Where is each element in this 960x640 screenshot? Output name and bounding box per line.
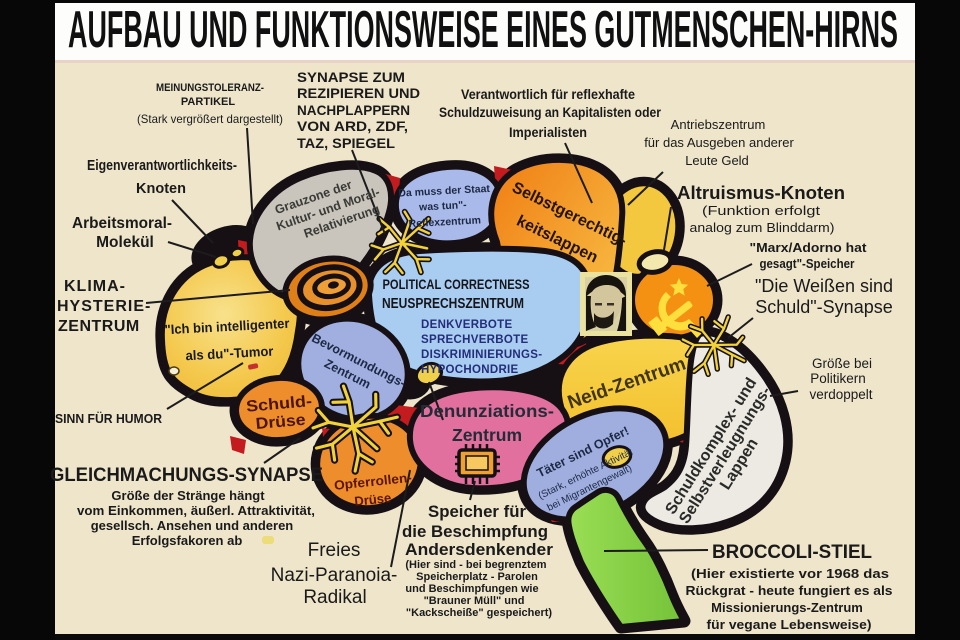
svg-text:BROCCOLI-STIEL: BROCCOLI-STIEL bbox=[712, 542, 872, 563]
svg-text:als du"-Tumor: als du"-Tumor bbox=[185, 344, 274, 364]
svg-text:DISKRIMINIERUNGS-: DISKRIMINIERUNGS- bbox=[421, 349, 542, 361]
svg-text:"Die Weißen sind: "Die Weißen sind bbox=[755, 276, 893, 296]
svg-text:Missionierungs-Zentrum: Missionierungs-Zentrum bbox=[711, 600, 863, 615]
svg-text:"Marx/Adorno hat: "Marx/Adorno hat bbox=[750, 241, 868, 255]
svg-text:(Stark vergrößert dargestellt): (Stark vergrößert dargestellt) bbox=[137, 112, 283, 126]
svg-text:Größe bei: Größe bei bbox=[812, 356, 872, 371]
svg-text:SYNAPSE ZUM: SYNAPSE ZUM bbox=[297, 69, 405, 85]
svg-text:verdoppelt: verdoppelt bbox=[809, 387, 872, 402]
svg-text:"Brauner Müll" und: "Brauner Müll" und bbox=[424, 595, 525, 607]
svg-text:analog zum Blinddarm): analog zum Blinddarm) bbox=[690, 220, 835, 235]
svg-text:Rückgrat - heute fungiert es: Rückgrat - heute fungiert es als bbox=[686, 583, 893, 598]
svg-text:für vegane Lebensweise): für vegane Lebensweise) bbox=[707, 617, 872, 632]
svg-text:was tun"-: was tun"- bbox=[418, 199, 468, 214]
svg-text:Speicherplatz - Parolen: Speicherplatz - Parolen bbox=[416, 571, 538, 583]
svg-text:Drüse: Drüse bbox=[255, 412, 306, 433]
svg-text:HYPOCHONDRIE: HYPOCHONDRIE bbox=[421, 364, 519, 376]
svg-text:Drüse: Drüse bbox=[354, 490, 392, 509]
svg-text:Größe der Stränge hängt: Größe der Stränge hängt bbox=[111, 488, 265, 503]
svg-text:Eigenverantwortlichkeits-: Eigenverantwortlichkeits- bbox=[87, 158, 237, 174]
svg-text:AUFBAU UND FUNKTIONSWEISE EINE: AUFBAU UND FUNKTIONSWEISE EINES GUTMENSC… bbox=[68, 1, 898, 59]
svg-text:VON ARD, ZDF,: VON ARD, ZDF, bbox=[297, 118, 408, 134]
svg-text:Erfolgsfakoren ab: Erfolgsfakoren ab bbox=[132, 533, 243, 548]
svg-text:gesellsch. Ansehen und anderen: gesellsch. Ansehen und anderen bbox=[91, 518, 294, 533]
svg-text:SINN FÜR HUMOR: SINN FÜR HUMOR bbox=[55, 411, 163, 426]
svg-text:Radikal: Radikal bbox=[303, 587, 366, 608]
svg-text:vom Einkommen, äußerl. Attrakt: vom Einkommen, äußerl. Attraktivität, bbox=[77, 503, 315, 518]
svg-text:Schuld"-Synapse: Schuld"-Synapse bbox=[755, 297, 892, 317]
svg-text:GLEICHMACHUNGS-SYNAPSE: GLEICHMACHUNGS-SYNAPSE bbox=[50, 464, 323, 486]
svg-text:Imperialisten: Imperialisten bbox=[509, 125, 587, 140]
svg-text:MEINUNGSTOLERANZ-: MEINUNGSTOLERANZ- bbox=[156, 82, 264, 94]
svg-text:Zentrum: Zentrum bbox=[452, 425, 522, 445]
svg-text:gesagt"-Speicher: gesagt"-Speicher bbox=[760, 257, 855, 271]
svg-text:Leute Geld: Leute Geld bbox=[685, 153, 749, 168]
svg-text:NACHPLAPPERN: NACHPLAPPERN bbox=[297, 102, 410, 118]
svg-text:Freies: Freies bbox=[308, 540, 361, 561]
svg-text:NEUSPRECHSZENTRUM: NEUSPRECHSZENTRUM bbox=[382, 296, 524, 312]
svg-text:Antriebszentrum: Antriebszentrum bbox=[671, 117, 766, 132]
svg-text:POLITICAL CORRECTNESS: POLITICAL CORRECTNESS bbox=[383, 277, 530, 292]
svg-text:ZENTRUM: ZENTRUM bbox=[58, 318, 140, 335]
svg-text:Schuldzuweisung an Kapitaliste: Schuldzuweisung an Kapitalisten oder bbox=[439, 105, 662, 120]
svg-text:Reflexzentrum: Reflexzentrum bbox=[408, 214, 481, 230]
svg-text:KLIMA-: KLIMA- bbox=[64, 278, 126, 295]
svg-text:TAZ, SPIEGEL: TAZ, SPIEGEL bbox=[297, 135, 395, 151]
svg-text:Politikern: Politikern bbox=[810, 371, 866, 386]
svg-text:Molekül: Molekül bbox=[96, 234, 154, 251]
svg-text:"Kackscheiße" gespeichert): "Kackscheiße" gespeichert) bbox=[406, 607, 552, 619]
svg-text:Verantwortlich für reflexhafte: Verantwortlich für reflexhafte bbox=[461, 87, 635, 102]
svg-text:PARTIKEL: PARTIKEL bbox=[181, 96, 235, 108]
svg-text:Andersdenkender: Andersdenkender bbox=[405, 541, 554, 559]
svg-text:(Hier sind - bei begrenztem: (Hier sind - bei begrenztem bbox=[405, 559, 546, 571]
svg-text:Da muss der Staat: Da muss der Staat bbox=[398, 183, 491, 200]
svg-text:Altruismus-Knoten: Altruismus-Knoten bbox=[677, 183, 845, 203]
svg-text:(Hier existierte vor 1968 das: (Hier existierte vor 1968 das bbox=[691, 566, 889, 581]
svg-text:DENKVERBOTE: DENKVERBOTE bbox=[421, 319, 513, 331]
svg-text:für das Ausgeben anderer: für das Ausgeben anderer bbox=[644, 135, 794, 150]
svg-text:HYSTERIE-: HYSTERIE- bbox=[57, 298, 151, 315]
svg-text:REZIPIEREN UND: REZIPIEREN UND bbox=[297, 85, 420, 101]
svg-text:und Beschimpfungen wie: und Beschimpfungen wie bbox=[405, 583, 538, 595]
svg-text:(Funktion erfolgt: (Funktion erfolgt bbox=[702, 203, 820, 218]
svg-text:"Ich bin intelligenter: "Ich bin intelligenter bbox=[164, 316, 290, 338]
svg-text:die Beschimpfung: die Beschimpfung bbox=[402, 523, 548, 541]
svg-text:Speicher für: Speicher für bbox=[428, 503, 527, 521]
svg-text:Arbeitsmoral-: Arbeitsmoral- bbox=[72, 215, 172, 232]
svg-text:Knoten: Knoten bbox=[136, 181, 186, 197]
svg-text:SPRECHVERBOTE: SPRECHVERBOTE bbox=[421, 334, 528, 346]
svg-text:Nazi-Paranoia-: Nazi-Paranoia- bbox=[271, 565, 398, 586]
svg-text:Schuld-: Schuld- bbox=[245, 393, 312, 416]
svg-text:Denunziations-: Denunziations- bbox=[420, 401, 554, 421]
